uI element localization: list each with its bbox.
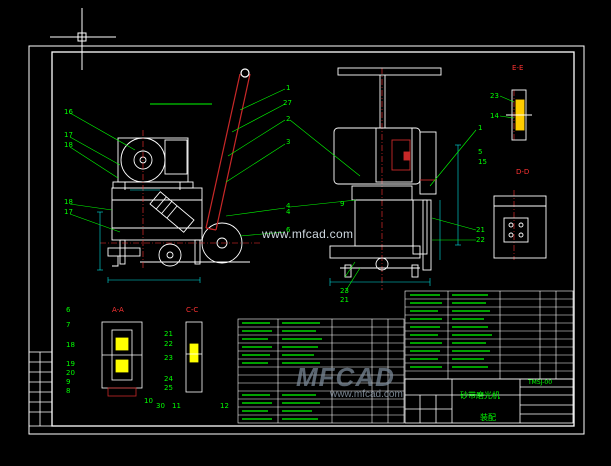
crosshair-cursor (50, 8, 116, 70)
front-dimensions (97, 189, 201, 283)
aa-detail (101, 321, 143, 397)
side-title-strip (28, 351, 53, 427)
title-block (404, 378, 574, 424)
parts-list-right (404, 290, 574, 380)
front-view (107, 103, 250, 267)
lever-arm (205, 68, 251, 231)
parts-list-left (237, 318, 405, 424)
side-dimensions (329, 144, 461, 286)
leader-lines (69, 88, 515, 293)
side-view-sections (391, 139, 436, 181)
table-text-marks (242, 294, 492, 420)
drawing-frame (28, 45, 585, 435)
side-view (329, 67, 442, 278)
ee-view (506, 89, 532, 141)
small-detail (185, 321, 203, 393)
dd-view (493, 195, 547, 259)
